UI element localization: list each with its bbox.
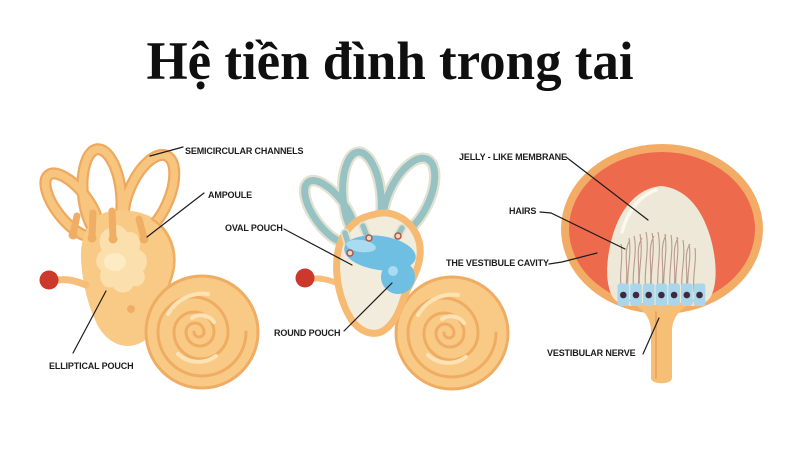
- round-pouch-highlight: [388, 266, 398, 276]
- leader-lines: [72, 146, 660, 355]
- figure-labyrinth: [39, 143, 260, 390]
- label-the-vestibule-cavity: THE VESTIBULE CAVITY: [446, 258, 549, 268]
- label-round-pouch: ROUND POUCH: [274, 328, 341, 338]
- hair-strands: [620, 231, 696, 296]
- vestibular-nerve-stem: [612, 293, 711, 384]
- figure-vestibule-closeup: [561, 144, 763, 384]
- leader-ampoule: [146, 192, 205, 238]
- label-vestibular-nerve: VESTIBULAR NERVE: [547, 348, 636, 358]
- label-semicircular-channels: SEMICIRCULAR CHANNELS: [185, 146, 304, 156]
- page-title: Hệ tiền đình trong tai: [146, 31, 634, 91]
- canal-stub-knobs: [68, 230, 149, 244]
- leader-vestibule-cavity: [548, 252, 598, 265]
- hair-cell-nuclei: [620, 291, 703, 299]
- cochlea-spiral: [144, 274, 260, 390]
- leader-jelly-membrane: [565, 156, 649, 221]
- leader-semicircular-channels: [149, 146, 184, 157]
- red-endpoint-dot: [39, 270, 59, 290]
- light-patch-core: [104, 253, 126, 271]
- label-jelly-like-membrane: JELLY - LIKE MEMBRANE: [459, 152, 567, 162]
- leader-elliptical-pouch: [72, 290, 107, 354]
- label-elliptical-pouch: ELLIPTICAL POUCH: [49, 361, 134, 371]
- label-hairs: HAIRS: [509, 206, 537, 216]
- figure-labyrinth-pouches: [295, 146, 510, 391]
- leader-oval-pouch: [283, 228, 353, 266]
- red-endpoint-dot: [295, 268, 315, 288]
- label-ampoule: AMPOULE: [208, 190, 252, 200]
- label-oval-pouch: OVAL POUCH: [225, 223, 283, 233]
- oval-pouch-highlight: [346, 239, 376, 253]
- cochlea-spiral: [394, 275, 510, 391]
- membrane-highlight: [620, 188, 658, 234]
- leader-round-pouch: [343, 282, 393, 332]
- leader-hairs: [539, 211, 626, 250]
- body-pore-dot: [127, 305, 135, 313]
- leader-vestibular-nerve: [642, 317, 660, 355]
- canal-junction-dots: [346, 232, 402, 257]
